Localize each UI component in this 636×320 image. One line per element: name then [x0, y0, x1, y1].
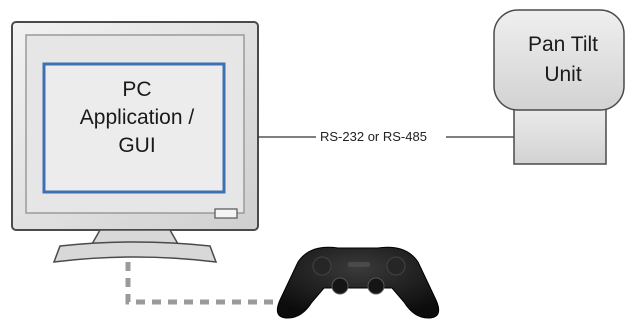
controller-cable: [125, 262, 300, 305]
pan-tilt-unit-label: Pan Tilt Unit: [498, 30, 628, 90]
pc-screen: [42, 62, 226, 194]
pan-tilt-unit: [493, 9, 625, 165]
gamepad-icon: [276, 246, 440, 319]
pc-screen-line-3: GUI: [118, 134, 156, 157]
pc-screen-label: PC Application / GUI: [57, 76, 217, 160]
pc-screen-line-2: Application /: [79, 106, 195, 129]
pc-screen-line-1: PC: [122, 78, 152, 101]
connection-label: RS-232 or RS-485: [320, 129, 427, 144]
pan-tilt-unit-line-2: Unit: [544, 63, 582, 86]
pan-tilt-unit-line-1: Pan Tilt: [527, 33, 599, 56]
